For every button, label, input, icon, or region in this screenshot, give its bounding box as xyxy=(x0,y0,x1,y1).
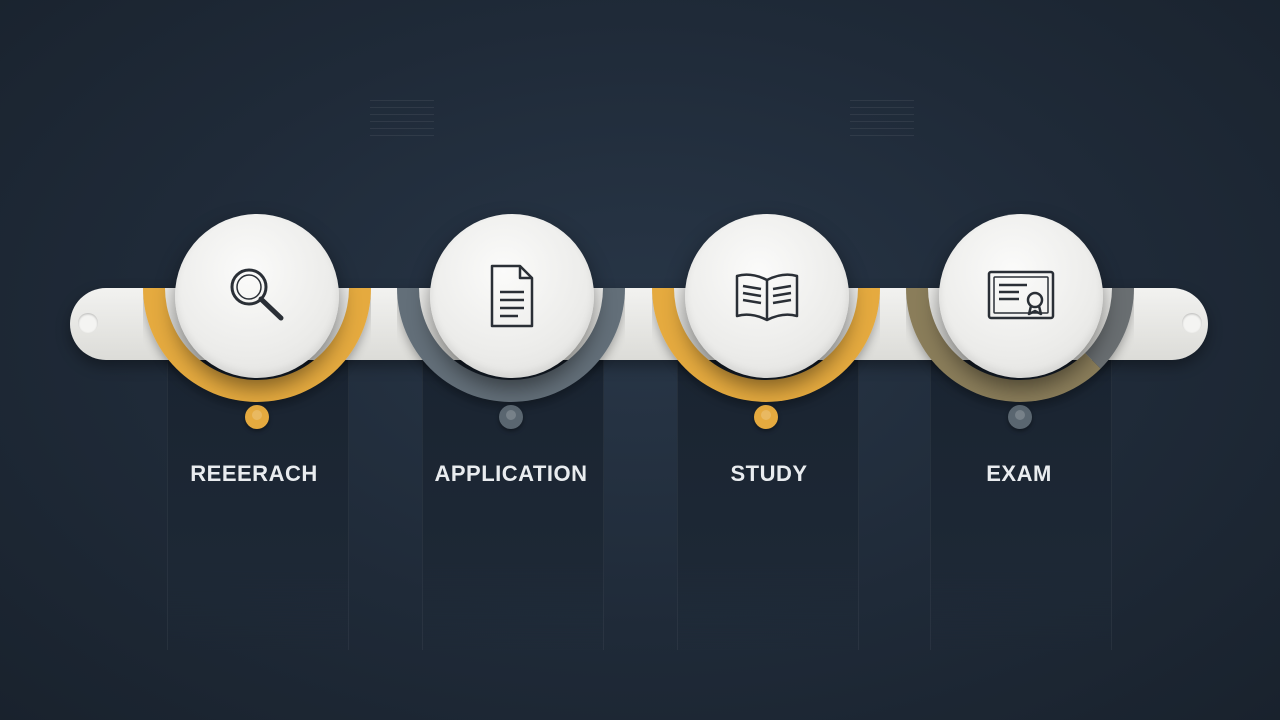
step-title-2: APPLICATION xyxy=(434,461,588,486)
decorative-lines-left xyxy=(370,100,434,142)
step-icon-circle-1 xyxy=(175,214,339,378)
track-end-dot-left xyxy=(78,313,98,333)
step-icon-circle-3 xyxy=(685,214,849,378)
magnifier-icon xyxy=(230,268,284,321)
open-book-icon xyxy=(735,273,799,322)
step-knob-3 xyxy=(754,405,778,429)
step-ring-1 xyxy=(143,288,371,420)
step-knob-1 xyxy=(245,405,269,429)
step-ring-4 xyxy=(906,288,1134,420)
step-title-3: STUDY xyxy=(730,461,808,486)
step-title-1: REEERACH xyxy=(190,461,318,486)
step-icon-circle-4 xyxy=(939,214,1103,378)
track-end-dot-right xyxy=(1182,313,1202,333)
step-title-4: EXAM xyxy=(986,461,1052,486)
document-icon xyxy=(490,264,534,328)
step-icon-circle-2 xyxy=(430,214,594,378)
step-ring-2 xyxy=(397,288,625,420)
decorative-lines-right xyxy=(850,100,914,142)
certificate-icon xyxy=(987,270,1055,320)
step-knob-4 xyxy=(1008,405,1032,429)
step-ring-3 xyxy=(652,288,880,420)
step-knob-2 xyxy=(499,405,523,429)
